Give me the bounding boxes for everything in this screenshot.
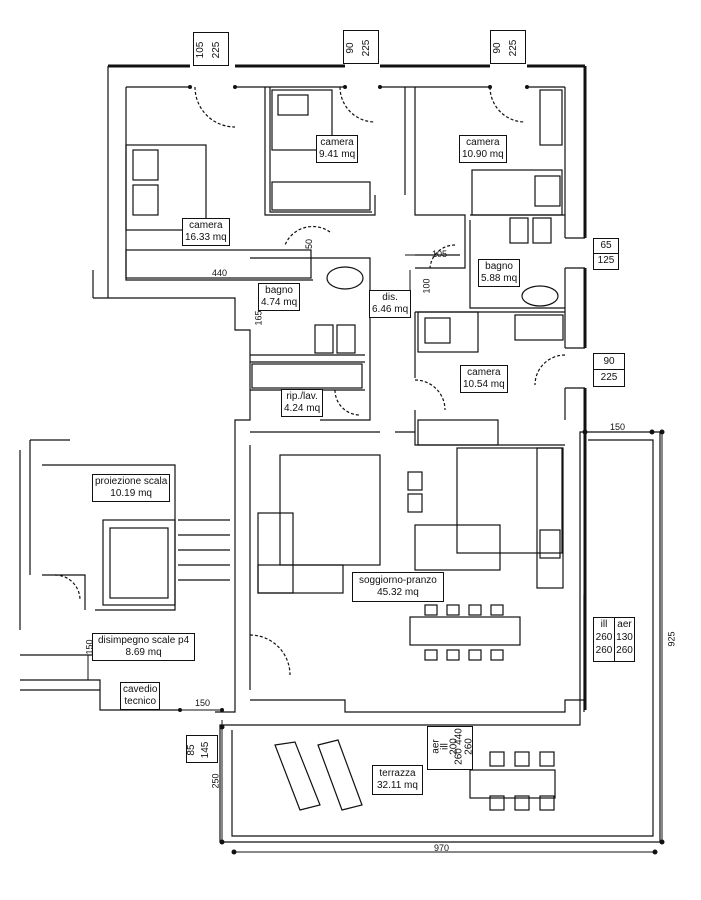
room-name: terrazza: [379, 768, 416, 779]
room-area: 10.54 mq: [463, 379, 505, 390]
opening-width: 65: [594, 239, 618, 254]
aer-value-1: 130: [616, 632, 633, 643]
dimension-150-left: 150: [84, 639, 95, 655]
room-name: camera: [467, 367, 501, 378]
room-name: camera: [189, 220, 223, 231]
opening-bottom-left: 85 145: [186, 735, 218, 763]
opening-height: 225: [211, 41, 222, 59]
room-name: camera: [320, 137, 354, 148]
room-area: 4.74 mq: [261, 297, 298, 308]
room-area: 10.90 mq: [462, 149, 504, 160]
light-air-terrace: aer ill 200 440 260 260: [427, 726, 475, 770]
dimension-440: 440: [212, 268, 228, 278]
room-name: bagno: [485, 261, 513, 272]
room-name: dis.: [382, 292, 398, 303]
light-air-right: ill 260 260 aer 130 260: [593, 617, 635, 662]
opening-top-1: 105 225: [193, 32, 229, 66]
room-camera-10-54: camera 10.54 mq: [460, 365, 508, 393]
opening-top-3: 90 225: [490, 30, 526, 64]
room-camera-10-90: camera 10.90 mq: [459, 135, 507, 163]
room-soggiorno-pranzo: soggiorno-pranzo 45.32 mq: [352, 572, 444, 602]
room-name: camera: [466, 137, 500, 148]
dimension-970: 970: [434, 843, 450, 853]
room-bagno-4: bagno 4.74 mq: [258, 283, 301, 311]
room-camera-9: camera 9.41 mq: [316, 135, 359, 163]
room-area: 45.32 mq: [377, 587, 419, 598]
room-cavedio-tecnico: cavedio tecnico: [120, 682, 161, 710]
ill-label: ill: [600, 619, 608, 630]
opening-height: 125: [597, 255, 615, 266]
room-area: 16.33 mq: [185, 232, 227, 243]
room-area: 9.41 mq: [319, 149, 356, 160]
dimension-925: 925: [666, 631, 677, 647]
ill-column: ill 260 260: [594, 618, 615, 661]
room-area: 10.19 mq: [110, 488, 152, 499]
room-name: soggiorno-pranzo: [359, 575, 437, 586]
opening-width: 85: [186, 744, 197, 756]
room-area: 6.46 mq: [372, 304, 409, 315]
room-proiezione-scala: proiezione scala 10.19 mq: [92, 474, 171, 502]
room-name: bagno: [265, 285, 293, 296]
dimension-150-bottom: 150: [195, 698, 211, 708]
opening-height: 225: [600, 372, 618, 383]
room-name-2: tecnico: [124, 696, 157, 707]
room-area: 32.11 mq: [377, 780, 418, 791]
opening-height: 145: [200, 741, 211, 759]
opening-width: 90: [594, 354, 624, 370]
dimension-50: 50: [304, 238, 315, 250]
room-terrazza: terrazza 32.11 mq: [372, 765, 423, 795]
opening-width: 90: [492, 42, 503, 54]
room-name: disimpegno scale p4: [98, 635, 190, 646]
aer-column: aer 130 260: [615, 618, 634, 661]
room-dis: dis. 6.46 mq: [369, 290, 412, 318]
room-area: 4.24 mq: [284, 403, 321, 414]
room-name: cavedio: [123, 684, 158, 695]
opening-height: 225: [361, 39, 372, 57]
dimension-150-right: 150: [610, 422, 626, 432]
room-camera-16: camera 16.33 mq: [182, 218, 230, 246]
opening-top-2: 90 225: [343, 30, 379, 64]
opening-width: 105: [195, 41, 206, 59]
aer-value-2: 260: [616, 645, 633, 656]
room-rip-lav: rip./lav. 4.24 mq: [281, 389, 324, 417]
room-name: proiezione scala: [95, 476, 168, 487]
room-name: rip./lav.: [286, 391, 318, 402]
dimension-250: 250: [210, 773, 221, 789]
aer-label: aer: [617, 619, 632, 630]
dimension-105: 105: [432, 249, 448, 259]
dimension-165: 165: [253, 310, 264, 326]
ill-value-1: 260: [595, 632, 613, 643]
ill-value-2: 260: [463, 738, 475, 755]
dimension-100: 100: [421, 278, 432, 294]
opening-height: 225: [508, 39, 519, 57]
room-disimpegno-scale: disimpegno scale p4 8.69 mq: [92, 633, 196, 661]
opening-right-2: 90 225: [593, 353, 625, 387]
opening-width: 90: [345, 42, 356, 54]
ill-value-2: 260: [595, 645, 613, 656]
room-area: 5.88 mq: [481, 273, 518, 284]
room-bagno-5: bagno 5.88 mq: [478, 259, 521, 287]
room-area: 8.69 mq: [125, 647, 162, 658]
opening-right-1: 65 125: [593, 238, 619, 270]
